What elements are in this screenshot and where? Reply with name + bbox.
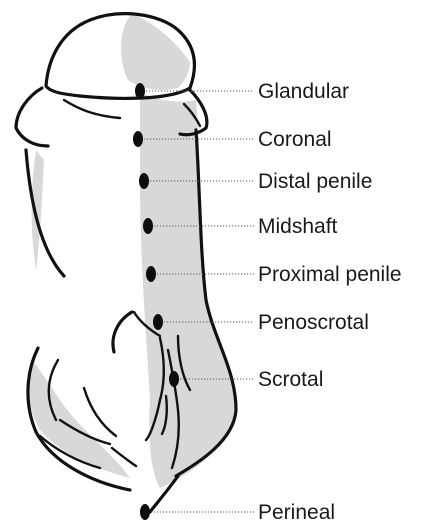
dot-glandular xyxy=(135,83,145,99)
label-coronal: Coronal xyxy=(258,128,332,151)
dot-scrotal xyxy=(169,371,179,387)
dot-penoscrotal xyxy=(153,314,163,330)
dot-coronal xyxy=(133,131,143,147)
shaded-ventral-region xyxy=(28,14,236,488)
dot-midshaft xyxy=(143,218,153,234)
label-proximal-penile: Proximal penile xyxy=(258,263,402,286)
label-midshaft: Midshaft xyxy=(258,215,338,238)
label-distal-penile: Distal penile xyxy=(258,170,372,193)
label-penoscrotal: Penoscrotal xyxy=(258,311,369,334)
dot-perineal xyxy=(140,504,150,520)
label-glandular: Glandular xyxy=(258,80,349,103)
label-perineal: Perineal xyxy=(258,501,335,523)
dot-proximal-penile xyxy=(146,266,156,282)
dot-distal-penile xyxy=(139,173,149,189)
label-scrotal: Scrotal xyxy=(258,368,323,391)
location-labels: Glandular Coronal Distal penile Midshaft… xyxy=(258,80,402,523)
